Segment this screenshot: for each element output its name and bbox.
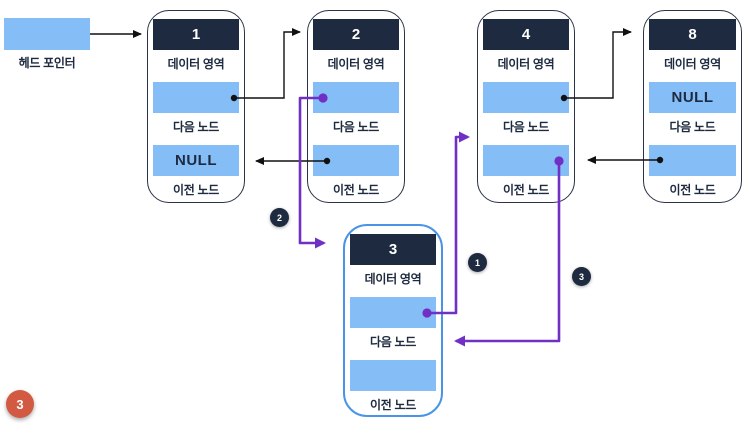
next-node-label: 다음 노드 [333, 120, 379, 134]
head-pointer-box [4, 18, 90, 50]
next-node-label: 다음 노드 [503, 120, 549, 134]
node-2-next-pointer-box [313, 82, 399, 113]
step-badge-1: 1 [468, 253, 487, 272]
step-badge-2: 2 [270, 208, 289, 227]
prev-node-label: 이전 노드 [370, 398, 416, 412]
node-value: 8 [688, 26, 697, 43]
node-1: 1 데이터 영역 다음 노드 NULL 이전 노드 [147, 10, 245, 203]
node-1-prev-pointer-box: NULL [153, 145, 239, 176]
data-area-label: 데이터 영역 [664, 57, 721, 71]
head-pointer-label: 헤드 포인터 [18, 56, 76, 70]
node-value: 4 [521, 26, 531, 43]
next-node-label: 다음 노드 [173, 120, 219, 134]
node-value: 2 [351, 26, 361, 43]
node-8-prev-pointer-box [649, 145, 736, 176]
prev-node-label: 이전 노드 [503, 183, 549, 197]
data-area-label: 데이터 영역 [167, 57, 225, 71]
pointer-value: NULL [671, 89, 714, 106]
node-2: 2 데이터 영역 다음 노드 이전 노드 [307, 10, 405, 203]
node-3-value-box: 3 [350, 234, 436, 265]
data-area-label: 데이터 영역 [327, 57, 385, 71]
node-4-prev-pointer-box [483, 145, 569, 176]
prev-node-label: 이전 노드 [333, 183, 379, 197]
node-1-value-box: 1 [153, 19, 239, 50]
node-3-prev-pointer-box [350, 360, 436, 391]
node-value: 3 [388, 241, 398, 258]
next-node-label: 다음 노드 [370, 335, 416, 349]
node-3-inserted: 3 데이터 영역 다음 노드 이전 노드 [343, 224, 443, 417]
node-4-next-pointer-box [483, 82, 569, 113]
node-8-value-box: 8 [649, 19, 736, 50]
pointer-value: NULL [175, 152, 217, 169]
node-4: 4 데이터 영역 다음 노드 이전 노드 [477, 10, 575, 203]
prev-node-label: 이전 노드 [669, 183, 716, 197]
node-3-next-pointer-box [350, 297, 436, 328]
node-2-prev-pointer-box [313, 145, 399, 176]
page-number-badge: 3 [6, 390, 34, 418]
node-8-next-pointer-box: NULL [649, 82, 736, 113]
data-area-label: 데이터 영역 [364, 272, 422, 286]
step-badge-3: 3 [572, 267, 591, 286]
prev-node-label: 이전 노드 [173, 183, 219, 197]
node-1-next-pointer-box [153, 82, 239, 113]
data-area-label: 데이터 영역 [497, 57, 555, 71]
node-2-value-box: 2 [313, 19, 399, 50]
next-node-label: 다음 노드 [669, 120, 716, 134]
node-4-value-box: 4 [483, 19, 569, 50]
node-value: 1 [191, 26, 201, 43]
node-8: 8 데이터 영역 NULL 다음 노드 이전 노드 [643, 10, 742, 203]
